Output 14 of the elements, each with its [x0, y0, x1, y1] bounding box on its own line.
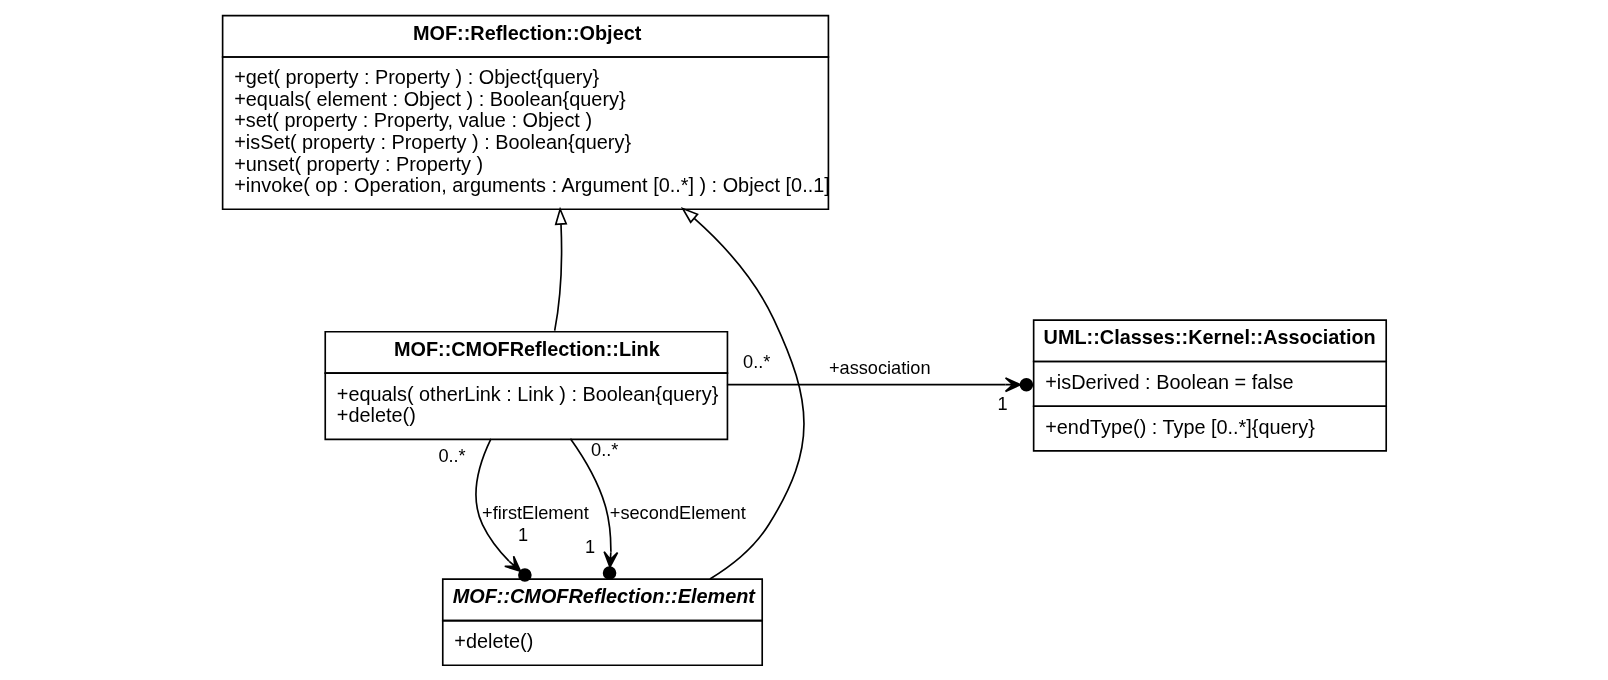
arrow — [553, 206, 568, 332]
label: 0..* — [438, 445, 466, 466]
edge-label: +firstElement — [482, 503, 589, 524]
arrow — [726, 377, 1034, 393]
arrow — [569, 438, 619, 580]
arrow — [680, 206, 805, 580]
arrow — [475, 438, 532, 582]
label: 1 — [517, 525, 529, 546]
label: 1 — [997, 394, 1008, 415]
edge-label: +association — [828, 358, 931, 379]
edge-label: +secondElement — [609, 503, 746, 524]
label: 0..* — [591, 439, 619, 460]
label: 1 — [585, 536, 596, 557]
label: 0..* — [743, 352, 771, 373]
